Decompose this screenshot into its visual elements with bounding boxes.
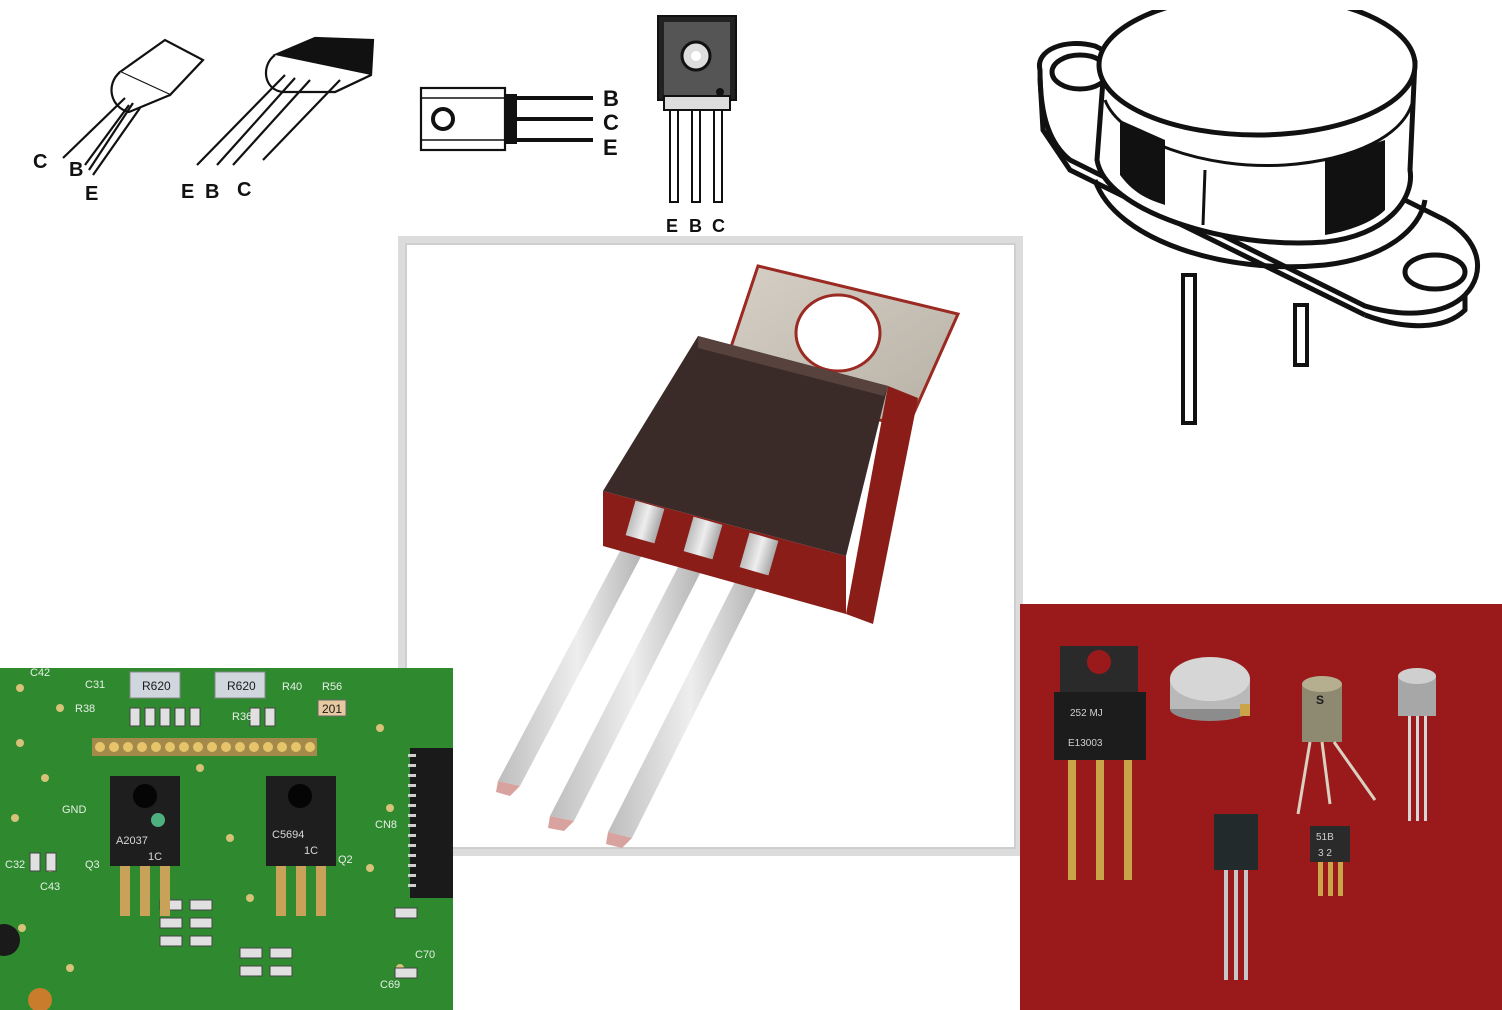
- pcb-photo: R620 R620 201 R38 R36 R40 R56 C31 C42 C4…: [0, 668, 453, 1010]
- silk-label-gnd: GND: [62, 804, 87, 816]
- chip-marking: 1C: [304, 845, 318, 857]
- chip-marking: 252 MJ: [1070, 708, 1103, 719]
- assorted-transistors-photo: 252 MJ E13003 S 51B 3 2: [1020, 604, 1502, 1010]
- pin-label: C: [33, 151, 47, 173]
- silk-label: R36: [232, 711, 252, 723]
- chip-marking: E13003: [1068, 738, 1103, 749]
- pin-label: B: [603, 86, 619, 111]
- pin-label: E: [666, 216, 678, 236]
- chip-marking: C5694: [272, 829, 304, 841]
- chip-marking: 51B: [1316, 832, 1334, 843]
- to126-front-diagram: E B C: [657, 15, 737, 236]
- silk-label: C31: [85, 679, 105, 691]
- pin-label: B: [69, 159, 83, 181]
- to92-diagram-cbe: C B E: [33, 38, 205, 205]
- pin-label: C: [603, 110, 619, 135]
- chip-marking: 1C: [148, 851, 162, 863]
- silk-label: R56: [322, 681, 342, 693]
- to220-photo: [398, 236, 1023, 856]
- silk-label: C32: [5, 859, 25, 871]
- chip-marking: 3 2: [1318, 848, 1332, 859]
- to126-side-diagram: B C E: [419, 86, 619, 160]
- part-label: 201: [322, 702, 342, 716]
- silk-label: C69: [380, 979, 400, 991]
- silk-label: C43: [40, 881, 60, 893]
- resistor-label: R620: [142, 679, 171, 693]
- resistor-label: R620: [227, 679, 256, 693]
- pin-label: C: [237, 179, 251, 201]
- pin-label: C: [712, 216, 725, 236]
- silk-label-q2: Q2: [338, 854, 353, 866]
- pin-label: E: [603, 135, 618, 160]
- silk-label-q3: Q3: [85, 859, 100, 871]
- silk-label: R40: [282, 681, 302, 693]
- to92-diagram-ebc: E B C: [181, 36, 375, 203]
- pin-label: E: [181, 181, 194, 203]
- silk-label: C42: [30, 668, 50, 679]
- to3-package-drawing: [1037, 10, 1481, 425]
- pin-label: B: [205, 181, 219, 203]
- chip-marking: A2037: [116, 835, 148, 847]
- silk-label: R38: [75, 703, 95, 715]
- chip-marking-glyph: S: [1316, 693, 1324, 707]
- pin-label: B: [689, 216, 702, 236]
- pin-label: E: [85, 183, 98, 205]
- silk-label: C70: [415, 949, 435, 961]
- silk-label-cn8: CN8: [375, 819, 397, 831]
